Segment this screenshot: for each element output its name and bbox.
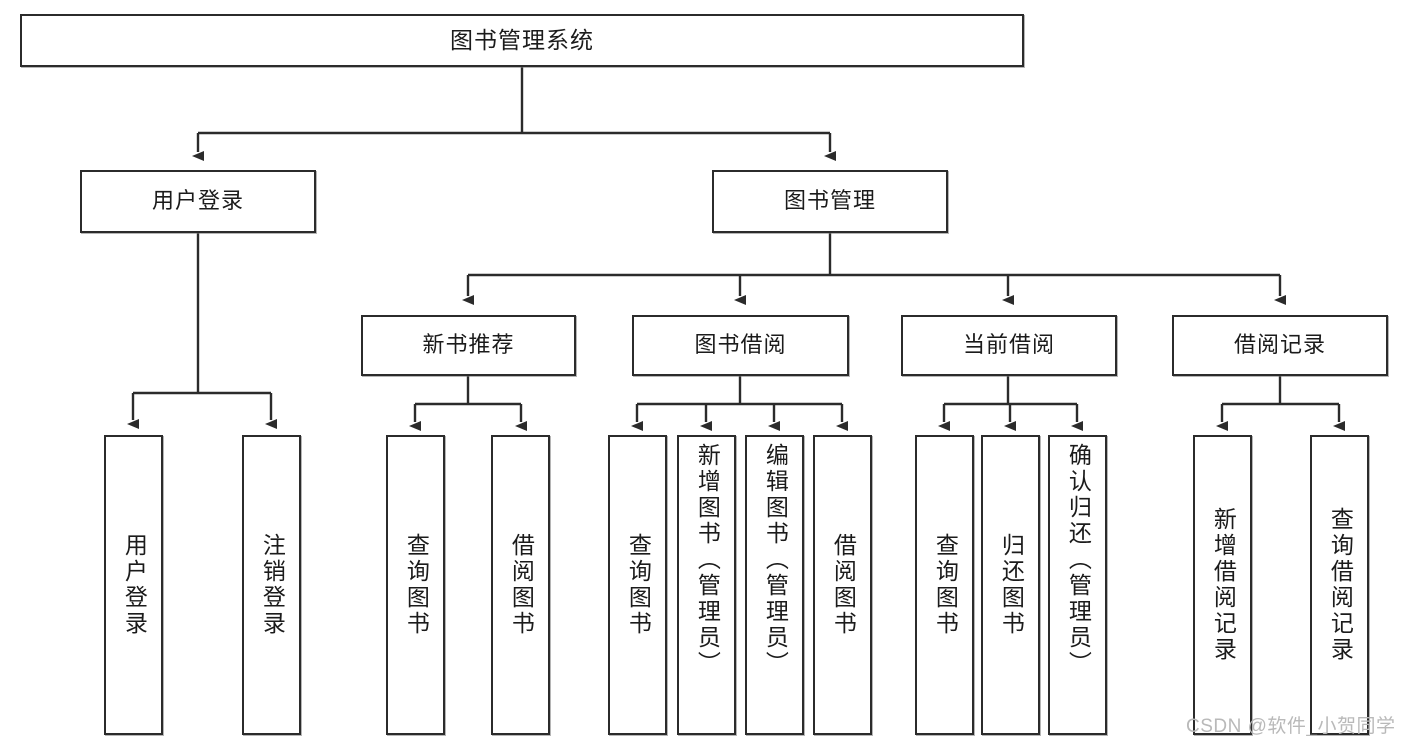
node-label: 借阅图书 <box>830 533 857 637</box>
node-label: 新增图书（管理员） <box>694 443 721 677</box>
node-book-management[interactable]: 图书管理 <box>712 170 948 233</box>
node-user-login[interactable]: 用户登录 <box>80 170 316 233</box>
node-label: 当前借阅 <box>962 332 1055 358</box>
node-label: 查询图书 <box>932 533 959 637</box>
node-label: 查询图书 <box>403 533 430 637</box>
node-label: 借阅图书 <box>508 533 535 637</box>
node-label: 新书推荐 <box>422 332 515 358</box>
node-label: 图书借阅 <box>694 332 787 358</box>
leaf-add-book-admin[interactable]: 新增图书（管理员） <box>677 435 736 735</box>
node-label: 借阅记录 <box>1233 332 1326 358</box>
leaf-user-login[interactable]: 用户登录 <box>104 435 163 735</box>
leaf-return-book[interactable]: 归还图书 <box>981 435 1040 735</box>
leaf-logout[interactable]: 注销登录 <box>242 435 301 735</box>
node-label: 新增借阅记录 <box>1210 507 1237 663</box>
node-label: 注销登录 <box>259 533 286 637</box>
leaf-confirm-return-admin[interactable]: 确认归还（管理员） <box>1048 435 1107 735</box>
node-label: 图书管理 <box>783 188 876 214</box>
leaf-add-borrow-record[interactable]: 新增借阅记录 <box>1193 435 1252 735</box>
node-book-borrow[interactable]: 图书借阅 <box>632 315 849 376</box>
leaf-query-book-current[interactable]: 查询图书 <box>915 435 974 735</box>
node-label: 查询借阅记录 <box>1327 507 1354 663</box>
node-label: 查询图书 <box>625 533 652 637</box>
node-label: 归还图书 <box>998 533 1025 637</box>
node-borrow-record[interactable]: 借阅记录 <box>1172 315 1388 376</box>
leaf-borrow-book-recommend[interactable]: 借阅图书 <box>491 435 550 735</box>
node-label: 编辑图书（管理员） <box>762 443 789 677</box>
node-label: 图书管理系统 <box>450 26 594 53</box>
node-root-book-management-system[interactable]: 图书管理系统 <box>20 14 1024 67</box>
leaf-query-borrow-record[interactable]: 查询借阅记录 <box>1310 435 1369 735</box>
leaf-borrow-book[interactable]: 借阅图书 <box>813 435 872 735</box>
csdn-watermark: CSDN @软件_小贺同学 <box>1186 716 1396 737</box>
node-current-borrow[interactable]: 当前借阅 <box>901 315 1117 376</box>
node-label: 确认归还（管理员） <box>1065 443 1092 677</box>
node-new-book-recommend[interactable]: 新书推荐 <box>361 315 576 376</box>
leaf-query-book-recommend[interactable]: 查询图书 <box>386 435 445 735</box>
leaf-edit-book-admin[interactable]: 编辑图书（管理员） <box>745 435 804 735</box>
leaf-query-book-borrow[interactable]: 查询图书 <box>608 435 667 735</box>
node-label: 用户登录 <box>121 533 148 637</box>
node-label: 用户登录 <box>151 188 244 214</box>
